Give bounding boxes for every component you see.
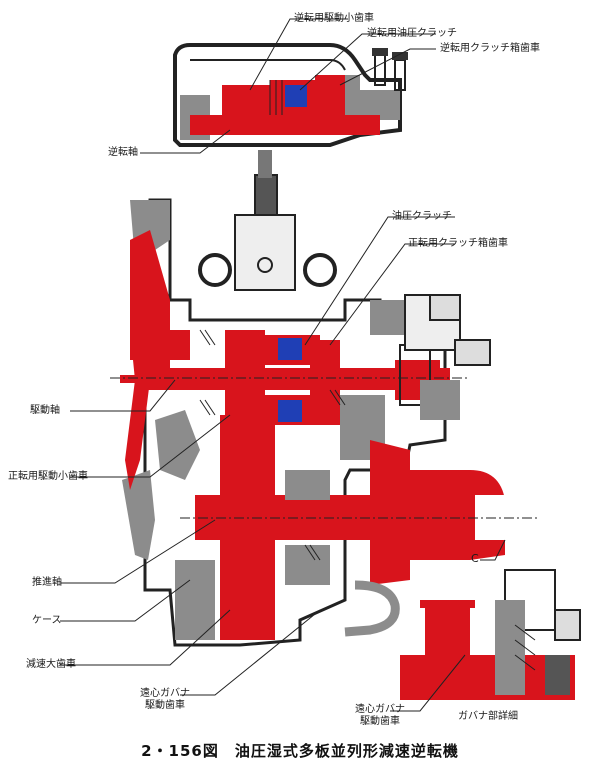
label-reduction-gear: 減速大歯車 — [26, 659, 76, 670]
label-reverse-shaft: 逆転軸 — [108, 147, 138, 158]
label-reverse-clutch-box-gear: 逆転用クラッチ箱歯車 — [440, 43, 540, 54]
figure-caption: 2・156図 油圧湿式多板並列形減速逆転機 — [141, 742, 459, 760]
governor-detail-assembly — [400, 569, 581, 700]
main-assembly — [110, 150, 540, 647]
label-forward-drive-pinion: 正転用駆動小歯車 — [8, 471, 88, 482]
label-hydraulic-clutch: 油圧クラッチ — [392, 211, 452, 222]
label-governor-drive-gear-detail: 遠心ガバナ 駆動歯車 — [355, 704, 405, 727]
label-reverse-hydraulic-clutch: 逆転用油圧クラッチ — [367, 28, 457, 39]
reverse-assembly — [173, 43, 408, 147]
label-governor-drive-gear: 遠心ガバナ 駆動歯車 — [140, 688, 190, 711]
label-governor-detail: ガバナ部詳細 — [458, 711, 518, 722]
leader-lines — [60, 18, 506, 712]
label-reverse-drive-pinion: 逆転用駆動小歯車 — [294, 13, 374, 24]
marker-c: C — [471, 552, 479, 565]
label-forward-clutch-box-gear: 正転用クラッチ箱歯車 — [408, 238, 508, 249]
label-propeller-shaft: 推進軸 — [32, 577, 62, 588]
label-case: ケース — [32, 615, 62, 626]
label-drive-shaft: 駆動軸 — [30, 405, 60, 416]
